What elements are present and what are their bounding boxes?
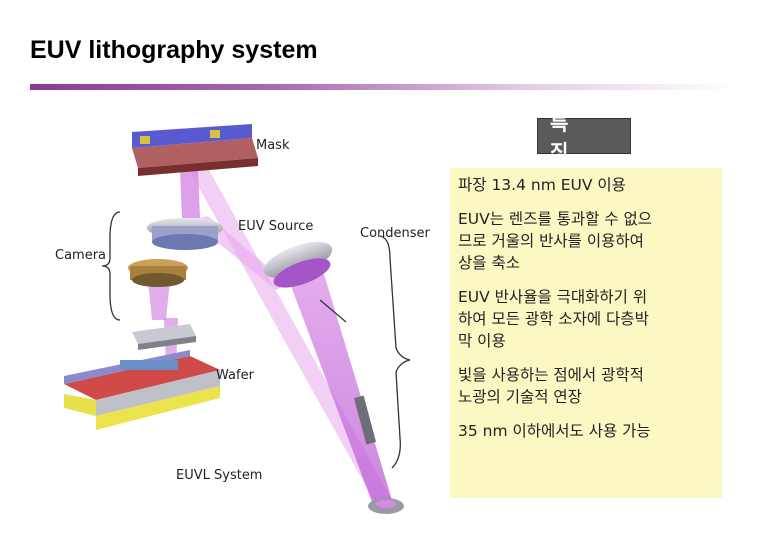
condenser-pointer — [319, 299, 347, 323]
feature-item: 파장 13.4 nm EUV 이용 — [458, 176, 626, 194]
camera-beam — [148, 280, 170, 320]
euv-source-optic — [147, 218, 223, 250]
feature-item: EUV는 렌즈를 통과할 수 없으 므로 거울의 반사를 이용하여 상을 축소 — [458, 210, 653, 272]
wafer-label: Wafer — [216, 368, 254, 383]
mask-beam — [180, 170, 200, 218]
euv-source-label: EUV Source — [238, 219, 314, 234]
condenser-beam — [288, 274, 392, 502]
condenser-unit — [263, 241, 377, 445]
camera-label: Camera — [55, 248, 107, 263]
mask-stage — [132, 124, 258, 176]
feature-item: EUV 반사율을 극대화하기 위 하여 모든 광학 소자에 다층박 막 이용 — [458, 288, 649, 350]
condenser-label: Condenser — [360, 226, 430, 241]
condenser-brace — [379, 235, 411, 469]
title-divider — [30, 84, 735, 90]
features-panel: 파장 13.4 nm EUV 이용 EUV는 렌즈를 통과할 수 없으 므로 거… — [450, 168, 722, 498]
feature-item: 35 nm 이하에서도 사용 가능 — [458, 422, 651, 440]
camera-brace — [101, 211, 121, 321]
mask-label: Mask — [256, 138, 290, 153]
euvl-system-label: EUVL System — [176, 468, 263, 483]
slide-title: EUV lithography system — [30, 36, 318, 64]
euvl-system-diagram — [64, 124, 411, 514]
feature-item: 빛을 사용하는 점에서 광학적 노광의 기술적 연장 — [458, 366, 644, 406]
wafer-stage — [64, 350, 220, 430]
collector-mirror — [368, 498, 404, 514]
camera-optics — [128, 259, 196, 350]
features-heading: 특 징 — [537, 111, 631, 164]
